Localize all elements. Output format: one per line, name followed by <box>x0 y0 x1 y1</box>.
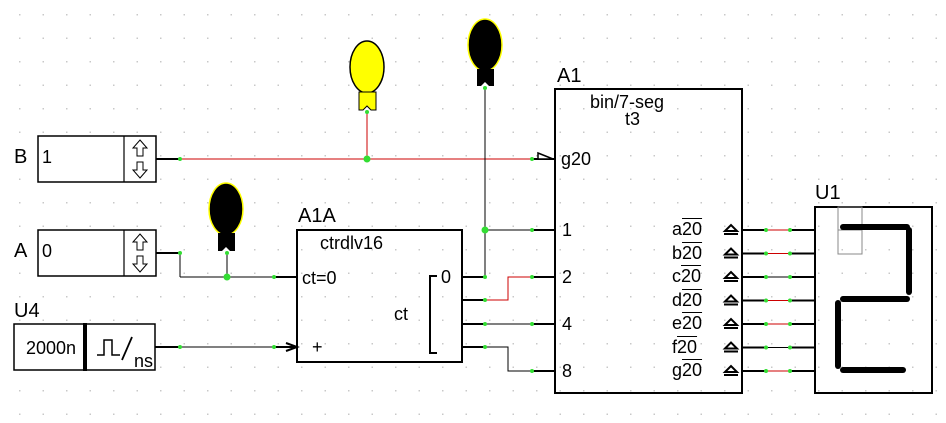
counter-group-label: ct <box>394 304 409 324</box>
input-b-box[interactable] <box>37 135 157 183</box>
decoder-output-a: a20 <box>672 220 702 238</box>
node <box>788 228 792 232</box>
decoder-output-name: a <box>672 219 683 239</box>
clock-unit: ns <box>134 351 154 371</box>
node <box>788 345 792 350</box>
arrow-down-icon[interactable] <box>131 161 149 179</box>
decoder-output-suffix: 20 <box>682 219 703 239</box>
decoder-output-d: d20 <box>672 291 702 309</box>
clock-period[interactable]: 2000n <box>26 338 77 358</box>
decoder-output-suffix: 20 <box>682 360 703 380</box>
node <box>788 298 792 303</box>
counter-clear-pin: ct=0 <box>302 268 337 288</box>
decoder-output-suffix: 20 <box>682 289 703 310</box>
probe-a[interactable] <box>208 182 244 251</box>
clock-source[interactable] <box>13 323 156 371</box>
decoder-output-suffix: 20 <box>682 313 703 333</box>
open-collector-icon <box>722 341 740 350</box>
probe-q0[interactable] <box>467 18 503 86</box>
decoder-in-8: 8 <box>562 361 573 381</box>
open-collector-icon <box>722 223 740 232</box>
decoder-in-2: 2 <box>562 267 573 287</box>
display-ref: U1 <box>815 182 841 204</box>
input-a-box[interactable] <box>37 229 157 277</box>
decoder-output-b: b20 <box>672 244 702 262</box>
decoder-in-4: 4 <box>562 314 573 334</box>
counter-clock-pin: + <box>312 337 323 357</box>
node <box>764 369 768 373</box>
node <box>764 275 768 279</box>
decoder-output-name: c <box>672 266 681 286</box>
decoder-ref: A1 <box>557 65 582 87</box>
decoder-output-suffix: 20 <box>681 266 702 286</box>
decoder-enable-pin: g20 <box>561 149 592 169</box>
open-collector-icon <box>722 364 740 373</box>
node <box>764 322 768 326</box>
decoder-subtype: t3 <box>625 109 641 129</box>
node <box>764 251 768 256</box>
decoder-output-name: e <box>672 313 683 333</box>
pulse-icon <box>97 339 120 356</box>
decoder-in-1: 1 <box>562 220 573 240</box>
decoder-type: bin/7-seg <box>590 92 665 112</box>
input-a-label: A <box>14 240 28 262</box>
input-b-label: B <box>14 146 28 168</box>
counter-out-0: 0 <box>441 267 452 287</box>
decoder-output-name: b <box>672 242 683 263</box>
clock-edge-icon <box>285 342 300 352</box>
seven-segment-digit <box>835 224 912 373</box>
probe-b[interactable] <box>349 40 385 111</box>
counter-box[interactable] <box>296 229 463 363</box>
counter-type: ctrdlv16 <box>320 233 384 253</box>
node <box>788 251 792 256</box>
node <box>788 275 792 279</box>
counter-ref: A1A <box>298 205 336 227</box>
decoder-output-suffix: 20 <box>677 336 698 357</box>
arrow-down-icon[interactable] <box>131 255 149 273</box>
decoder-output-name: g <box>672 360 683 380</box>
input-a-value[interactable]: 0 <box>42 241 53 261</box>
node <box>788 369 792 373</box>
open-collector-icon <box>722 294 740 303</box>
open-collector-icon <box>722 270 740 279</box>
node <box>764 228 768 232</box>
clock-ref: U4 <box>14 300 40 322</box>
node <box>788 322 792 326</box>
node <box>764 298 768 303</box>
decoder-output-suffix: 20 <box>682 242 703 263</box>
display-box[interactable] <box>814 206 933 394</box>
decoder-box[interactable] <box>554 88 743 394</box>
node <box>764 345 768 350</box>
enable-triangle-icon <box>537 151 554 160</box>
open-collector-icon <box>722 317 740 326</box>
decoder-output-name: d <box>672 289 683 310</box>
decoder-output-f: f20 <box>672 338 697 356</box>
input-b-value[interactable]: 1 <box>42 147 53 167</box>
decoder-output-c: c20 <box>672 267 701 285</box>
decoder-output-g: g20 <box>672 361 702 379</box>
arrow-up-icon[interactable] <box>131 233 149 251</box>
decoder-output-e: e20 <box>672 314 702 332</box>
arrow-up-icon[interactable] <box>131 139 149 157</box>
decoder-output-name: f <box>672 336 678 357</box>
open-collector-icon <box>722 247 740 256</box>
